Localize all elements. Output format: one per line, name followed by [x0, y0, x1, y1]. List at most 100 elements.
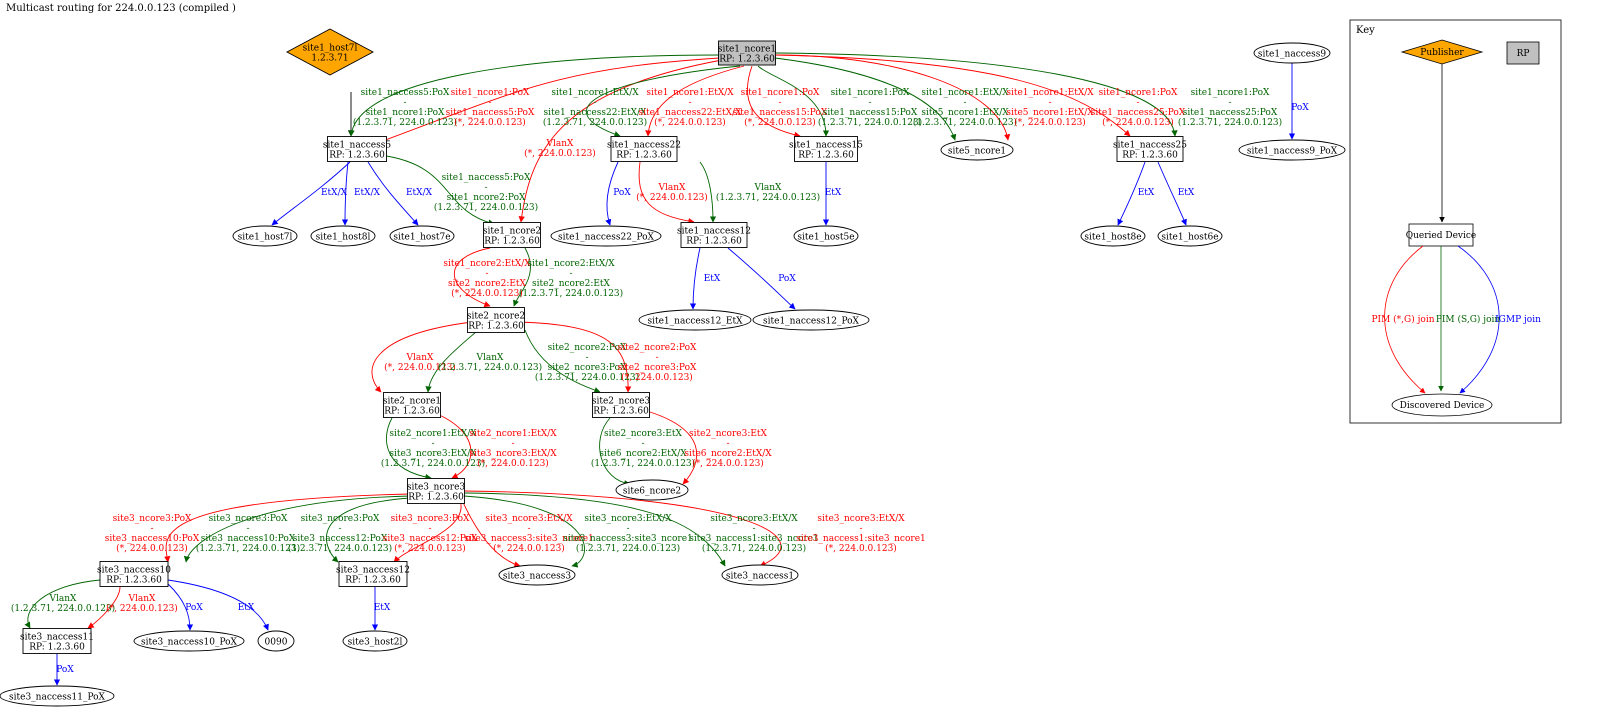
node-site6-ncore2: site6_ncore2	[615, 479, 689, 501]
edge-label-line: site3_ncore3:EtX/X	[710, 514, 798, 524]
node-shape	[257, 630, 295, 652]
edge-label-line: site1_ncore2:EtX/X	[527, 259, 615, 269]
node-label-line: site1_host7e	[393, 232, 450, 242]
edge-label-line: site1_ncore1:PoX	[1099, 88, 1178, 98]
edge-label-line: (1.2.3.71, 224.0.0.123)	[535, 372, 639, 383]
edge-label-line: (*, 224.0.0.123)	[692, 458, 764, 469]
edge-igmp	[1157, 161, 1187, 226]
node-label-line: RP: 1.2.3.60	[798, 150, 854, 160]
node-shape	[794, 136, 858, 162]
edge-label-line: site1_naccess5:PoX	[446, 108, 535, 118]
edge-label-sg: site3_ncore3:EtX/X-site3_naccess3:site3_…	[563, 514, 693, 554]
edge-label-igmp: PoX	[613, 188, 631, 198]
node-site5-ncore1: site5_ncore1	[940, 139, 1014, 161]
edge-label-line: (*, 224.0.0.123)	[621, 372, 693, 383]
edge-label-line: -	[569, 269, 572, 279]
edge-label-line: -	[1228, 98, 1231, 108]
edge-label-sg: site1_naccess5:PoX-site1_ncore1:PoX(1.2.…	[353, 88, 457, 128]
node-shape	[940, 139, 1014, 161]
node-shape	[638, 309, 752, 331]
edge-label-starg: site2_ncore1:EtX/X-site3_ncore3:EtX/X(*,…	[469, 429, 557, 469]
node-label-line: site2_ncore1	[383, 396, 441, 406]
edge-label-line: (*, 224.0.0.123)	[384, 362, 456, 373]
node-site1-host8e: site1_host8e	[1080, 225, 1146, 247]
edge-label-line: site1_ncore1:PoX	[451, 88, 530, 98]
edge-label-starg: VlanX(*, 224.0.0.123)	[384, 353, 456, 373]
key-publisher-label: Publisher	[1420, 48, 1464, 58]
node-shape	[550, 225, 662, 247]
edge-label-sg: site2_ncore2:PoX-site2_ncore3:PoX(1.2.3.…	[535, 343, 639, 383]
node-label-line: RP: 1.2.3.60	[1122, 150, 1178, 160]
edge-label-sg: site3_ncore3:PoX-site3_naccess12:PoX(1.2…	[288, 514, 392, 554]
edge-label-line: -	[752, 524, 755, 534]
edge-label-line: EtX/X	[321, 188, 348, 198]
node-label-line: site6_ncore2	[623, 486, 681, 496]
edge-label-line: site2_ncore2:EtX	[532, 279, 610, 289]
edge-sg	[513, 247, 531, 307]
node-label-line: site1_naccess9_PoX	[1247, 146, 1338, 156]
edge-label-line: site1_naccess25:PoX	[1091, 108, 1186, 118]
edge-label-line: site2_ncore1:EtX/X	[389, 429, 477, 439]
edge-label-line: site3_ncore3:PoX	[209, 514, 288, 524]
edge-labels-layer: site1_naccess5:PoX - site1_ncore1:PoX (1.2.…	[11, 88, 1310, 675]
edge-label-line: (1.2.3.71, 224.0.0.123)	[576, 543, 680, 554]
key-igmp-label: IGMP join	[1495, 315, 1541, 325]
node-label-line: RP: 1.2.3.60	[484, 236, 540, 246]
edge-label-line: (1.2.3.71, 224.0.0.123)	[288, 543, 392, 554]
node-shape	[721, 564, 799, 586]
edge-label-line: -	[778, 98, 781, 108]
edge-label-line: (*, 224.0.0.123)	[1102, 117, 1174, 128]
edge-label-line: (*, 224.0.0.123)	[493, 543, 565, 554]
edge-label-line: site1_naccess15:PoX	[823, 108, 918, 118]
edge-label-line: (*, 224.0.0.123)	[451, 288, 523, 299]
node-shape	[286, 28, 374, 76]
edge-label-igmp: EtX	[704, 274, 721, 284]
edge-label-line: EtX	[825, 188, 842, 198]
edge-starg	[774, 54, 1131, 137]
edge-label-sg: site1_ncore1:EtX/X-site1_naccess22:EtX/X…	[543, 88, 647, 128]
node-label-line: RP: 1.2.3.60	[408, 492, 464, 502]
edge-label-line: -	[868, 98, 871, 108]
node-label-line: RP: 1.2.3.60	[106, 575, 162, 585]
edge-sg	[326, 497, 411, 563]
edge-igmp	[367, 161, 419, 226]
edge-label-line: VlanX	[754, 183, 783, 193]
edge-label-line: -	[726, 439, 729, 449]
edge-label-line: site1_naccess25:PoX	[1183, 108, 1278, 118]
node-label-line: site2_ncore3	[592, 396, 651, 406]
node-label-line: 0090	[265, 637, 288, 647]
node-shape	[718, 40, 776, 66]
node-shape	[133, 630, 245, 652]
node-label-line: site3_naccess11_PoX	[9, 692, 106, 702]
node-site1-naccess12-PoX: site1_naccess12_PoX	[752, 309, 870, 331]
edge-label-line: (*, 224.0.0.123)	[454, 117, 526, 128]
node-label-line: site1_naccess5	[323, 140, 391, 150]
node-label-line: site1_host7l	[303, 43, 358, 53]
edge-igmp	[689, 247, 701, 310]
node-label-line: site2_ncore2	[467, 311, 525, 321]
edge-starg	[519, 321, 632, 393]
node-label-line: site1_ncore1	[718, 44, 776, 54]
edge-label-line: -	[246, 524, 249, 534]
edge-starg	[379, 57, 721, 143]
edge-label-line: site3_naccess1:site3_ncore1	[796, 534, 926, 544]
node-label-line: RP: 1.2.3.60	[384, 406, 440, 416]
edge-label-line: (*, 224.0.0.123)	[394, 543, 466, 554]
edge-label-line: site1_ncore2:EtX/X	[443, 259, 531, 269]
edge-label-line: (1.2.3.71, 224.0.0.123)	[1178, 117, 1282, 128]
edge-label-line: site3_ncore3:EtX/X	[584, 514, 672, 524]
node-site1-naccess22-PoX: site1_naccess22_PoX	[550, 225, 662, 247]
edge-label-line: (*, 224.0.0.123)	[106, 603, 178, 614]
edge-label-line: PoX	[613, 188, 631, 198]
node-label-line: RP: 1.2.3.60	[468, 321, 524, 331]
node-label-line: site1_naccess12	[677, 226, 751, 236]
edge-label-line: site1_naccess22:EtX/X	[544, 108, 648, 118]
edge-label-line: site1_ncore1:EtX/X	[1006, 88, 1094, 98]
